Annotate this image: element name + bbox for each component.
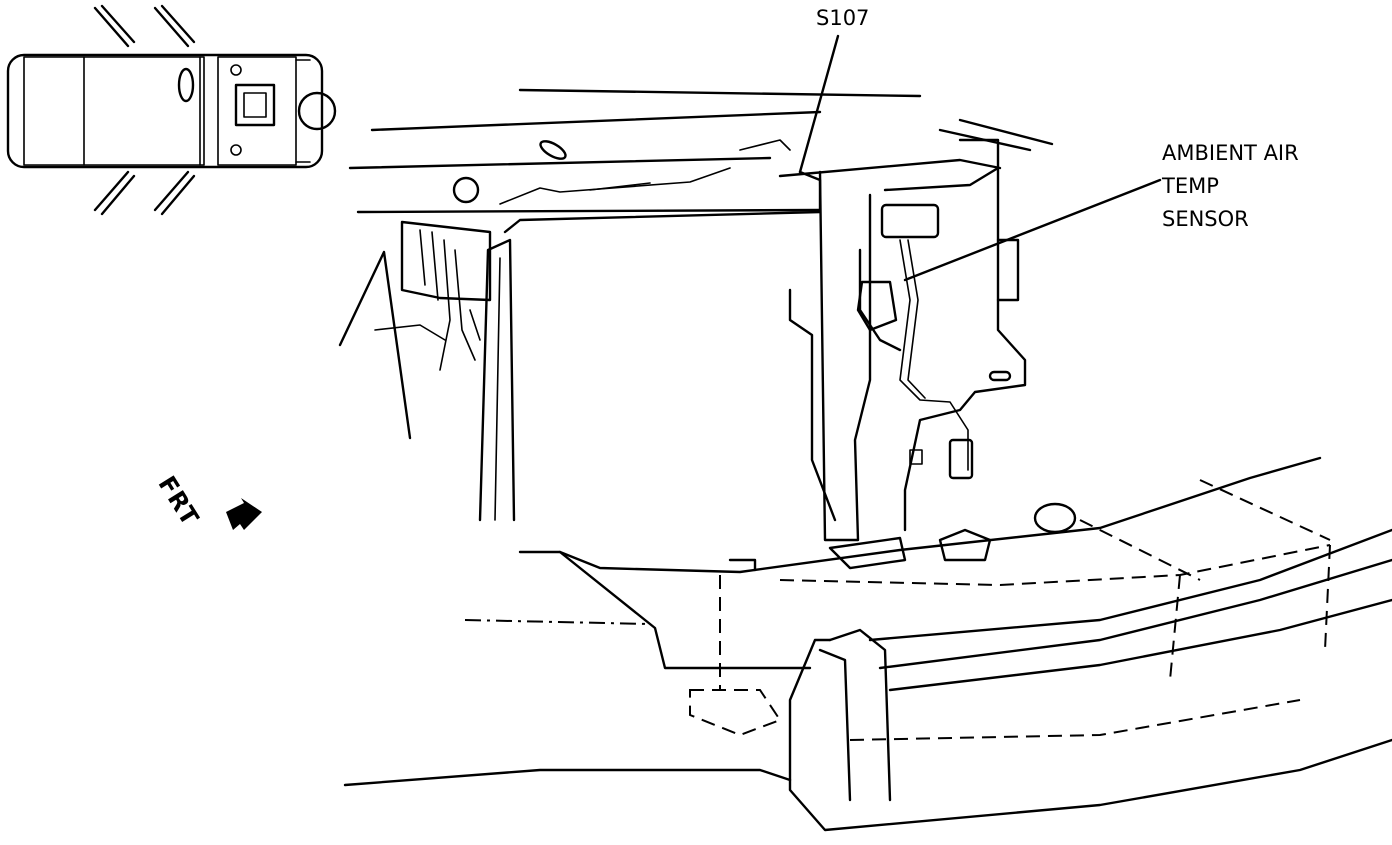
front-arrow-icon bbox=[226, 498, 262, 530]
left-support bbox=[338, 220, 516, 522]
sensor-label-line-1: AMBIENT AIR bbox=[1162, 141, 1299, 165]
radiator-support bbox=[503, 138, 1027, 542]
sensor-label-line-2: TEMP bbox=[1162, 174, 1219, 198]
sensor-label-line-3: SENSOR bbox=[1162, 207, 1249, 231]
ambient-air-temp-sensor-label: AMBIENT AIR TEMP SENSOR bbox=[1162, 137, 1299, 236]
leader-lines bbox=[798, 34, 1162, 282]
hood-outline bbox=[348, 88, 1054, 214]
splice-s107-label: S107 bbox=[816, 6, 870, 30]
vehicle-top-view-icon bbox=[6, 4, 337, 216]
front-bumper bbox=[343, 456, 1392, 832]
